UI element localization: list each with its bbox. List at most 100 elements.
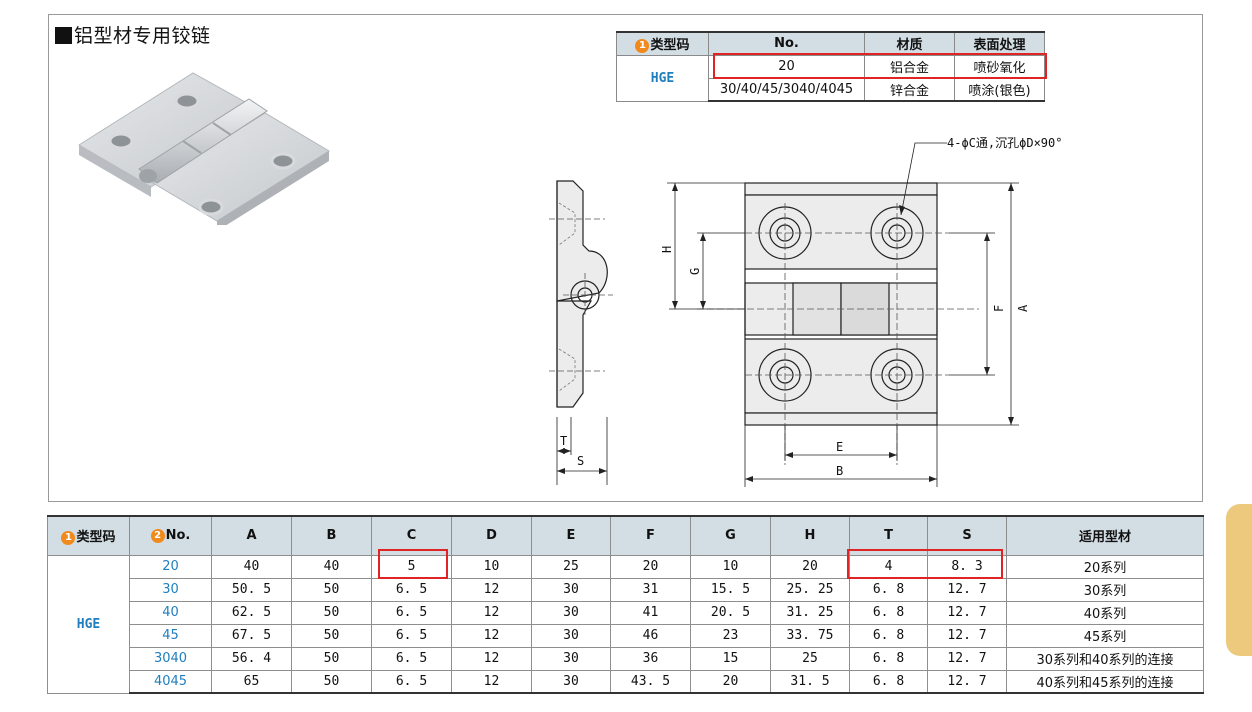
page-title: 铝型材专用铰链	[55, 21, 211, 48]
badge-1-icon: 1	[61, 531, 76, 546]
header-col-a: A	[211, 515, 292, 556]
cell-d: 12	[451, 577, 532, 602]
cell-b: 50	[291, 600, 372, 625]
cell-b: 50	[291, 577, 372, 602]
cell-e: 30	[531, 646, 611, 671]
cell-g: 23	[690, 623, 771, 648]
product-panel: 铝型材专用铰链	[48, 14, 1203, 502]
spec-header-no: No.	[708, 31, 865, 56]
cell-d: 12	[451, 600, 532, 625]
title-square-icon	[55, 27, 72, 44]
cell-f: 46	[610, 623, 691, 648]
no-cell: 40	[129, 600, 212, 625]
cell-t: 6. 8	[849, 623, 928, 648]
cell-profile: 45系列	[1006, 623, 1204, 648]
cell-profile: 40系列	[1006, 600, 1204, 625]
cell-e: 25	[531, 554, 611, 579]
cell-profile: 40系列和45系列的连接	[1006, 669, 1204, 694]
cell-c: 5	[371, 554, 452, 579]
cell-t: 6. 8	[849, 600, 928, 625]
cell-a: 40	[211, 554, 292, 579]
hole-note: 4-ϕC通,沉孔ϕD×90°	[947, 136, 1062, 150]
table-row: 3040 56. 4 50 6. 5 12 30 36 15 25 6. 8 1…	[48, 646, 1204, 671]
cell-e: 30	[531, 600, 611, 625]
no-cell: 4045	[129, 669, 212, 694]
badge-2-icon: 2	[150, 529, 165, 544]
cell-profile: 20系列	[1006, 554, 1204, 579]
cell-t: 6. 8	[849, 577, 928, 602]
cell-c: 6. 5	[371, 646, 452, 671]
no-cell: 30	[129, 577, 212, 602]
spec-row: 30/40/45/3040/4045 锌合金 喷涂(银色)	[617, 77, 1045, 102]
cell-a: 56. 4	[211, 646, 292, 671]
header-col-g: G	[690, 515, 771, 556]
cell-s: 12. 7	[927, 646, 1007, 671]
type-code-cell: HGE	[47, 554, 130, 694]
spec-material: 锌合金	[864, 77, 955, 102]
cell-h: 33. 75	[770, 623, 850, 648]
cell-s: 12. 7	[927, 600, 1007, 625]
dim-label-t: T	[560, 434, 567, 448]
header-col-b: B	[291, 515, 372, 556]
cell-g: 10	[690, 554, 771, 579]
dim-label-b: B	[836, 464, 843, 478]
dim-label-g: G	[688, 268, 702, 275]
cell-h: 20	[770, 554, 850, 579]
no-cell: 20	[129, 554, 212, 579]
header-profile: 适用型材	[1006, 515, 1204, 556]
cell-f: 36	[610, 646, 691, 671]
dim-label-f: F	[992, 305, 1006, 312]
cell-b: 40	[291, 554, 372, 579]
cell-t: 6. 8	[849, 669, 928, 694]
cell-g: 15	[690, 646, 771, 671]
cell-profile: 30系列和40系列的连接	[1006, 646, 1204, 671]
header-col-f: F	[610, 515, 691, 556]
dim-label-h: H	[660, 246, 674, 253]
no-cell: 3040	[129, 646, 212, 671]
cell-d: 12	[451, 669, 532, 694]
cell-c: 6. 5	[371, 577, 452, 602]
cell-c: 6. 5	[371, 623, 452, 648]
cell-h: 31. 25	[770, 600, 850, 625]
dim-label-s: S	[577, 454, 584, 468]
spec-header-surface: 表面处理	[954, 31, 1045, 56]
hinge-technical-drawing: H G A F T S E B 4-ϕC通,沉孔ϕD×90°	[549, 136, 1062, 487]
cell-a: 50. 5	[211, 577, 292, 602]
header-col-s: S	[927, 515, 1007, 556]
table-row: HGE 20 40 40 5 10 25 20 10 20 4 8. 3 20系…	[47, 554, 1204, 694]
cell-h: 25	[770, 646, 850, 671]
header-col-h: H	[770, 515, 850, 556]
header-col-e: E	[531, 515, 611, 556]
cell-s: 12. 7	[927, 623, 1007, 648]
page-title-text: 铝型材专用铰链	[74, 25, 211, 47]
no-cell: 45	[129, 623, 212, 648]
table-row: 45 67. 5 50 6. 5 12 30 46 23 33. 75 6. 8…	[48, 623, 1204, 648]
spec-no: 30/40/45/3040/4045	[708, 77, 865, 102]
side-tab[interactable]	[1226, 504, 1252, 656]
cell-profile: 30系列	[1006, 577, 1204, 602]
spec-row: HGE 20 铝合金 喷砂氧化	[616, 54, 1045, 102]
cell-g: 20	[690, 669, 771, 694]
cell-e: 30	[531, 577, 611, 602]
cell-f: 43. 5	[610, 669, 691, 694]
cell-s: 12. 7	[927, 577, 1007, 602]
cell-b: 50	[291, 646, 372, 671]
cell-d: 12	[451, 623, 532, 648]
cell-s: 8. 3	[927, 554, 1007, 579]
cell-c: 6. 5	[371, 600, 452, 625]
spec-header-material: 材质	[864, 31, 955, 56]
cell-f: 31	[610, 577, 691, 602]
cell-f: 20	[610, 554, 691, 579]
cell-a: 67. 5	[211, 623, 292, 648]
cell-d: 12	[451, 646, 532, 671]
spec-surface: 喷砂氧化	[954, 54, 1045, 79]
header-col-d: D	[451, 515, 532, 556]
cell-h: 25. 25	[770, 577, 850, 602]
cell-s: 12. 7	[927, 669, 1007, 694]
cell-f: 41	[610, 600, 691, 625]
header-col-c: C	[371, 515, 452, 556]
spec-no: 20	[708, 54, 865, 79]
cell-h: 31. 5	[770, 669, 850, 694]
